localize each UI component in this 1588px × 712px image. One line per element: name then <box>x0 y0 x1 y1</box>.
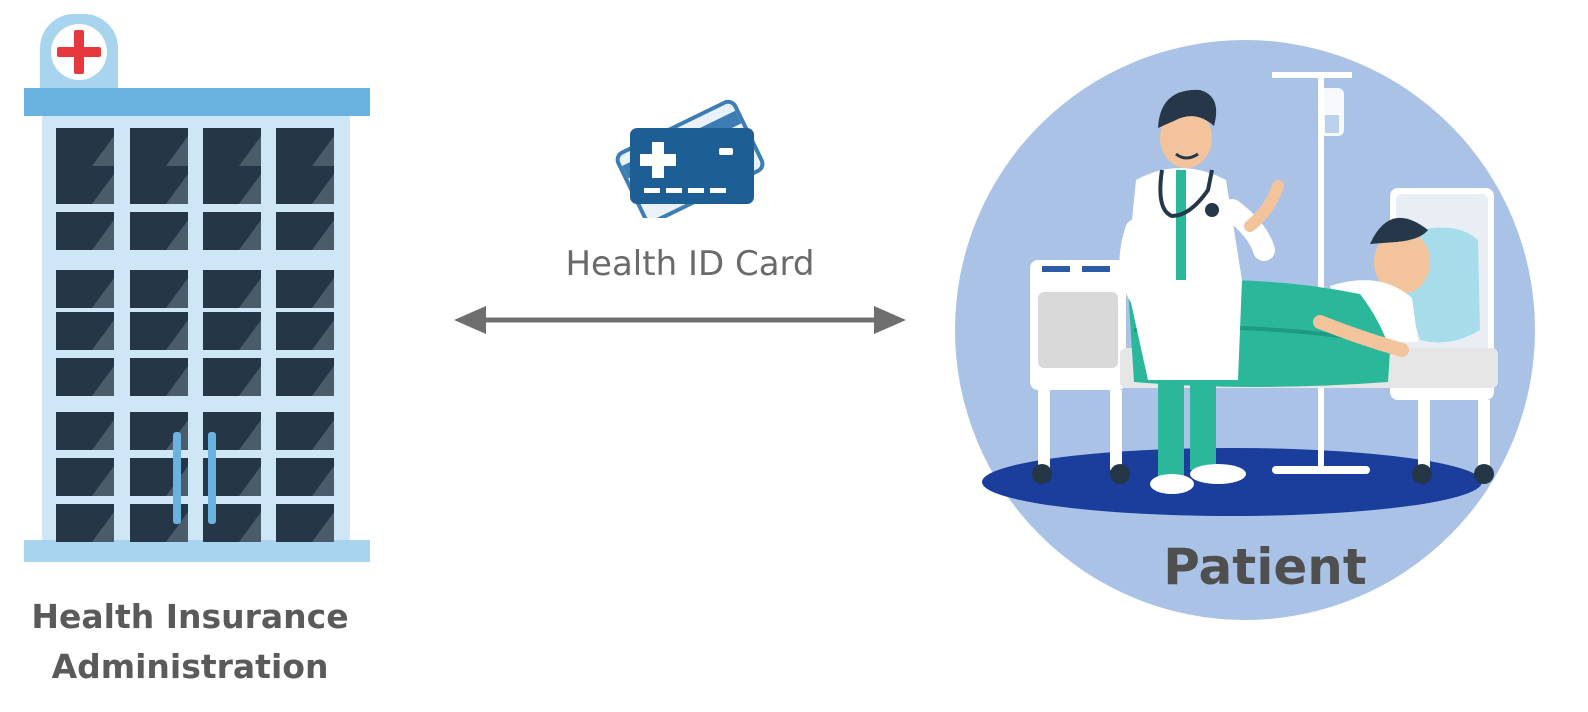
building-windows <box>56 128 334 542</box>
window-reflection <box>239 320 261 350</box>
window-reflection <box>312 512 334 542</box>
doctor-patient-bed-icon <box>955 40 1535 620</box>
window-reflection <box>239 174 261 204</box>
window-reflection <box>92 466 114 496</box>
iv-stand-icon <box>1272 72 1370 474</box>
window-reflection <box>166 320 188 350</box>
window-reflection <box>312 174 334 204</box>
window-reflection <box>239 512 261 542</box>
door-handle-left <box>173 432 181 524</box>
window-reflection <box>166 512 188 542</box>
window-reflection <box>312 136 334 166</box>
window-reflection <box>239 366 261 396</box>
window-reflection <box>239 420 261 450</box>
window-reflection <box>312 320 334 350</box>
window-reflection <box>239 278 261 308</box>
window-reflection <box>312 366 334 396</box>
door-handle-right <box>208 432 216 524</box>
window-reflection <box>92 220 114 250</box>
window-reflection <box>239 136 261 166</box>
window-reflection <box>166 278 188 308</box>
window-reflection <box>166 136 188 166</box>
window-reflection <box>312 420 334 450</box>
doctor-figure <box>1119 89 1284 494</box>
window-reflection <box>92 366 114 396</box>
health-id-card-label: Health ID Card <box>565 244 815 284</box>
window-reflection <box>92 136 114 166</box>
red-cross-sign-icon <box>40 14 118 92</box>
window-reflection <box>92 174 114 204</box>
window-reflection <box>166 220 188 250</box>
window-reflection <box>92 320 114 350</box>
health-card-icon <box>615 99 765 218</box>
window-reflection <box>239 466 261 496</box>
bidirectional-arrow <box>454 306 906 334</box>
window-reflection <box>92 420 114 450</box>
window-reflection <box>312 220 334 250</box>
hospital-label: Health Insurance Administration <box>31 597 349 686</box>
window-reflection <box>92 278 114 308</box>
window-reflection <box>166 174 188 204</box>
patient-label: Patient <box>1163 538 1367 596</box>
hospital-building-icon <box>24 14 370 562</box>
window-reflection <box>92 512 114 542</box>
window-reflection <box>312 466 334 496</box>
window-reflection <box>166 366 188 396</box>
window-reflection <box>239 220 261 250</box>
window-reflection <box>312 278 334 308</box>
